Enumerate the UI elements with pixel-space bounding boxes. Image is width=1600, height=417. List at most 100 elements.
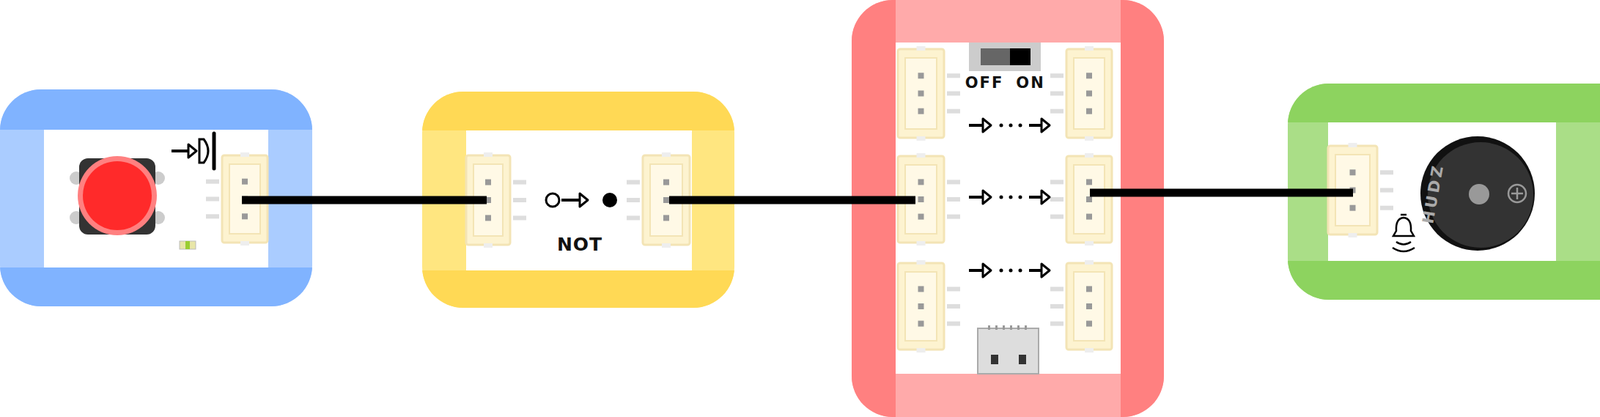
pin-stub <box>205 179 220 184</box>
icon-arrow-head <box>188 144 197 158</box>
pin-stub <box>1380 188 1394 193</box>
port-tab <box>916 260 926 265</box>
end-band <box>851 0 1164 417</box>
port-pin <box>1086 303 1093 310</box>
port-pin <box>663 197 670 204</box>
pin-stub <box>1050 179 1064 184</box>
icon-arrow <box>171 149 190 153</box>
port-pin <box>918 321 925 327</box>
port-pin <box>918 214 925 220</box>
symbol-dot <box>1009 268 1013 273</box>
pin-stub <box>1050 304 1064 309</box>
connector-port <box>897 46 961 141</box>
pin-stub <box>205 214 220 219</box>
top-band <box>0 89 313 130</box>
port-tab <box>916 348 926 353</box>
port-pin <box>918 178 925 185</box>
wire <box>1089 189 1354 198</box>
module-panel <box>895 42 1121 374</box>
symbol-arrow <box>968 195 983 199</box>
port-pin <box>485 214 492 221</box>
symbol-arrow <box>561 198 580 202</box>
input-icon <box>171 133 215 169</box>
plus-mark <box>1516 187 1519 200</box>
side-band <box>1556 122 1600 261</box>
bell-top <box>1400 214 1407 217</box>
port-tab <box>483 152 493 157</box>
symbol-dot <box>999 195 1004 200</box>
usb-pin <box>1009 325 1013 330</box>
wire <box>241 196 487 205</box>
module-label: NOT <box>557 234 603 256</box>
invert-symbol <box>546 192 618 208</box>
slide-switch <box>968 42 1041 72</box>
switch-label: OFF <box>965 74 1005 92</box>
port-tab <box>916 153 926 158</box>
port-pin <box>241 178 248 185</box>
usb-hole <box>990 354 999 365</box>
port-tab <box>1084 260 1094 265</box>
buzzer-face <box>1427 142 1534 248</box>
port-pin <box>918 196 925 203</box>
port-inner <box>905 271 937 341</box>
pin-stub <box>626 197 640 203</box>
module-panel <box>43 129 269 268</box>
symbol-arrow-head <box>1041 190 1050 204</box>
symbol-dot <box>1018 268 1023 273</box>
symbol-arrow <box>968 268 983 272</box>
port-pin <box>241 213 248 220</box>
symbol-arrow <box>1029 268 1041 272</box>
pin-stub <box>1050 286 1064 291</box>
pin-stub <box>513 215 527 220</box>
port-pin <box>918 303 925 310</box>
symbol-arrow <box>1029 195 1041 199</box>
status-led <box>179 241 196 250</box>
port-tab <box>661 243 671 248</box>
pin-stub <box>946 321 961 327</box>
port-housing <box>1066 49 1112 138</box>
switch-label: ON <box>1015 74 1045 92</box>
port-tab <box>483 243 493 248</box>
switch-track <box>980 48 1031 66</box>
top-band <box>1287 83 1600 123</box>
port-tab <box>240 152 250 157</box>
port-inner <box>905 57 937 129</box>
port-tab <box>916 241 926 246</box>
pin-stub <box>946 73 961 78</box>
usb-hole <box>1018 354 1027 365</box>
buzzer-rim <box>1420 136 1535 251</box>
symbol-dot <box>999 268 1004 273</box>
port-housing <box>897 263 945 350</box>
usb-pin <box>1002 325 1005 330</box>
port-tab <box>240 241 250 246</box>
pass-through-symbol <box>968 118 1050 132</box>
output-dot <box>602 192 618 208</box>
symbol-arrow-head <box>982 118 991 132</box>
port-pin <box>1086 90 1093 97</box>
plus-mark <box>1508 184 1526 203</box>
symbol-dot <box>1009 123 1013 128</box>
symbol-arrow-head <box>1041 263 1050 278</box>
wire <box>669 196 916 205</box>
pin-stub <box>1050 73 1064 78</box>
input-circle <box>546 193 560 207</box>
button-cap <box>82 161 152 231</box>
switch-knob <box>1009 48 1031 66</box>
port-tab <box>1084 136 1094 141</box>
pin-stub <box>1050 214 1064 220</box>
port-pin <box>663 179 670 186</box>
connector-port <box>1050 260 1112 353</box>
icon-bar <box>212 133 217 169</box>
port-pin <box>1086 72 1093 79</box>
buzzer <box>1420 136 1535 251</box>
sound-wave <box>1392 247 1415 252</box>
wireless-module: OFF ON <box>851 0 1164 417</box>
symbol-arrow <box>968 123 983 127</box>
button-module <box>0 89 313 307</box>
pin-stub <box>626 215 640 220</box>
port-inner <box>1073 57 1105 129</box>
not-module: NOT <box>422 91 735 308</box>
module-panel <box>466 130 692 271</box>
pin-stub <box>1380 205 1394 211</box>
sound-wave <box>1396 241 1411 245</box>
